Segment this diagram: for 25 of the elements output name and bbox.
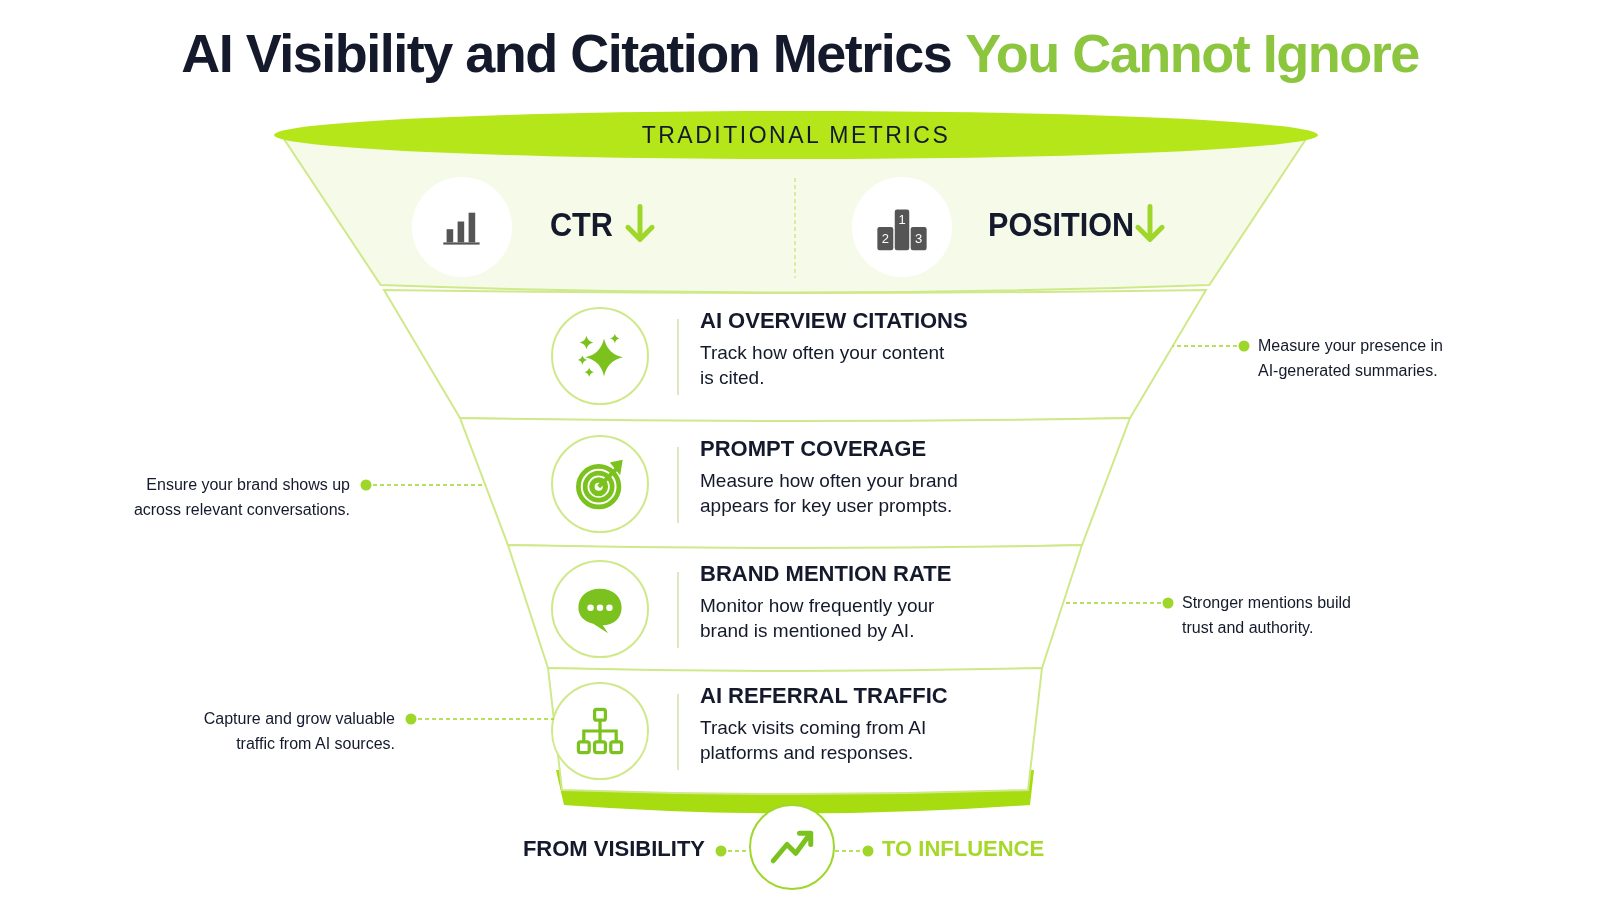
- metric-heading: AI REFERRAL TRAFFIC: [700, 683, 948, 709]
- title: You Cannot Ignore: [965, 22, 1419, 84]
- side-note: Measure your presence in AI-generated summaries.: [1258, 336, 1444, 381]
- journey-label: TO INFLUENCE: [882, 836, 1046, 862]
- metric-description: Monitor how frequently your brand is mentioned by AI.: [700, 593, 936, 643]
- metric-name: CTR: [550, 205, 613, 244]
- section-heading: TRADITIONAL METRICS: [640, 122, 952, 149]
- leader-line: [405, 713, 555, 725]
- metric-heading: BRAND MENTION RATE: [700, 560, 952, 587]
- podium-number: 3: [913, 232, 924, 246]
- journey-label: FROM VISIBILITY: [521, 836, 705, 862]
- metric-description: Track how often your content is cited.: [700, 341, 946, 390]
- side-note: Ensure your brand shows up across relevant conversations.: [132, 475, 350, 520]
- side-note: Stronger mentions build trust and authority.: [1182, 593, 1352, 638]
- leader-line: [1171, 340, 1250, 352]
- leader-line: [834, 845, 874, 857]
- metric-description: Measure how often your brand appears for key user prompts.: [700, 468, 959, 518]
- metric-heading: AI OVERVIEW CITATIONS: [700, 308, 968, 334]
- side-note: Capture and grow valuable traffic from AI sources.: [202, 709, 395, 754]
- metric-description: Track visits coming from AI platforms and responses.: [700, 716, 928, 765]
- podium-number: 1: [897, 213, 907, 227]
- title: AI Visibility and Citation Metrics: [181, 22, 952, 84]
- metric-name: POSITION: [988, 205, 1135, 244]
- podium-number: 2: [880, 232, 890, 246]
- metric-heading: PROMPT COVERAGE: [700, 435, 927, 462]
